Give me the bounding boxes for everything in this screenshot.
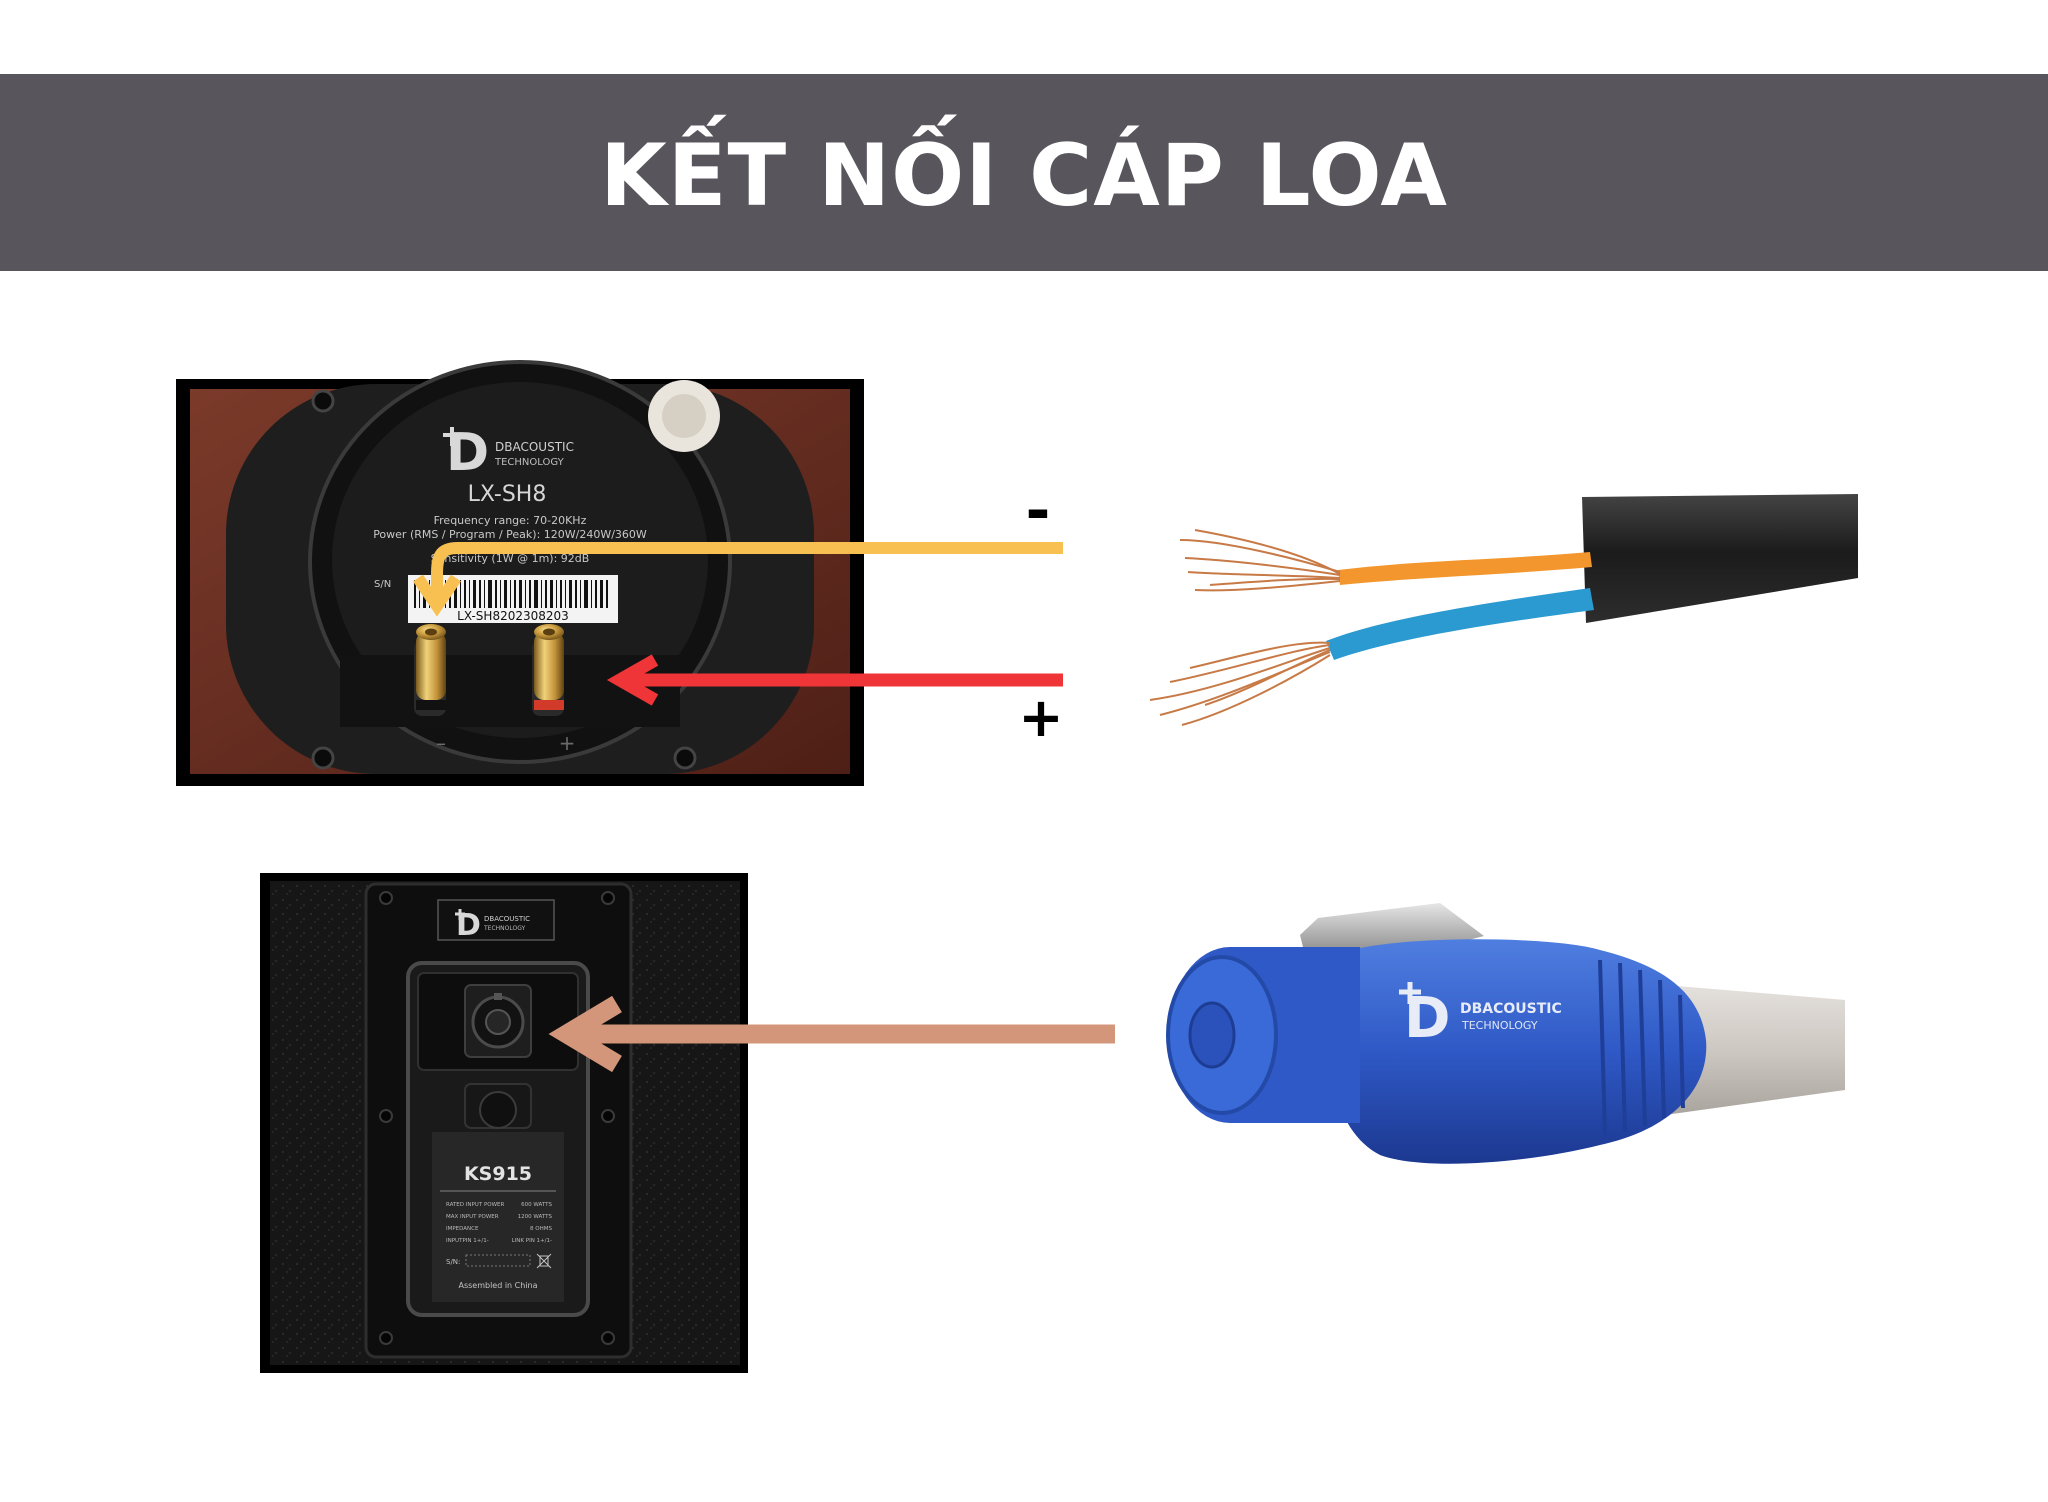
speaker-panel-photo-2: D DBACOUSTIC TECHNOLOGY KS915 RATED INPU… [260,873,748,1373]
title-banner: KẾT NỐI CÁP LOA [0,74,2048,271]
spec-power: Power (RMS / Program / Peak): 120W/240W/… [373,528,647,541]
plug-face-icon [1188,1001,1236,1069]
terminal-plus-mark: + [559,731,576,755]
copper-strands-negative [1179,529,1341,592]
serial-number: LX-SH8202308203 [457,609,569,623]
serial-label: S/N [374,579,391,590]
brand-subtitle: TECHNOLOGY [483,925,526,932]
spec-value: 1200 WATTS [518,1214,553,1220]
brand-name: DBACOUSTIC [484,915,530,923]
brand-subtitle: TECHNOLOGY [494,457,565,468]
brand-name: DBACOUSTIC [495,440,574,454]
bare-speaker-wire-photo [1149,494,1858,726]
spec-label: INPUTPIN 1+/1- [446,1238,489,1244]
brand-subtitle: TECHNOLOGY [1461,1019,1538,1032]
negative-polarity-label: - [1026,476,1051,546]
negative-binding-post [414,624,446,716]
blue-plug-body [1330,939,1707,1164]
weee-bin-icon [536,1253,552,1269]
grey-cable [1665,985,1845,1115]
serial-label: S/N: [446,1258,460,1266]
dbacoustic-logo-icon: D [443,423,489,483]
spec-value: 600 WATTS [521,1202,552,1208]
model-name: KS915 [464,1163,532,1185]
speakon-link-jack-icon [464,1083,532,1129]
spec-frequency: Frequency range: 70-20KHz [434,514,587,527]
spec-label: MAX INPUT POWER [446,1214,499,1220]
spec-label: IMPEDANCE [446,1226,479,1232]
positive-wire-arrow [606,654,1063,706]
speaker-terminal-photo-1: D DBACOUSTIC TECHNOLOGY LX-SH8 Frequency… [176,360,864,786]
grip-ridges [1598,959,1685,1136]
spec-value: 8 OHMS [530,1226,552,1232]
spec-label: RATED INPUT POWER [446,1202,504,1208]
terminal-minus-mark: – [436,731,446,755]
positive-binding-post [532,624,564,716]
dbacoustic-logo-icon: D [1399,982,1450,1051]
speakon-cable-arrow [548,995,1115,1073]
positive-polarity-label: + [1018,686,1063,749]
negative-wire-arrow [413,542,1063,617]
speakon-input-jack-icon [464,984,532,1058]
brand-plate [437,899,555,941]
dbacoustic-logo-icon: D [455,908,481,943]
spec-value: LINK PIN 1+/1- [512,1238,552,1244]
model-name: LX-SH8 [468,482,547,507]
assembly-note: Assembled in China [458,1281,537,1290]
page-title: KẾT NỐI CÁP LOA [600,125,1448,226]
brand-name: DBACOUSTIC [1460,1001,1562,1017]
speakon-plug-photo: D DBACOUSTIC TECHNOLOGY [1166,903,1845,1164]
copper-strands-positive [1149,641,1331,726]
spec-sensitivity: Sensitivity (1W @ 1m): 92dB [431,552,590,565]
